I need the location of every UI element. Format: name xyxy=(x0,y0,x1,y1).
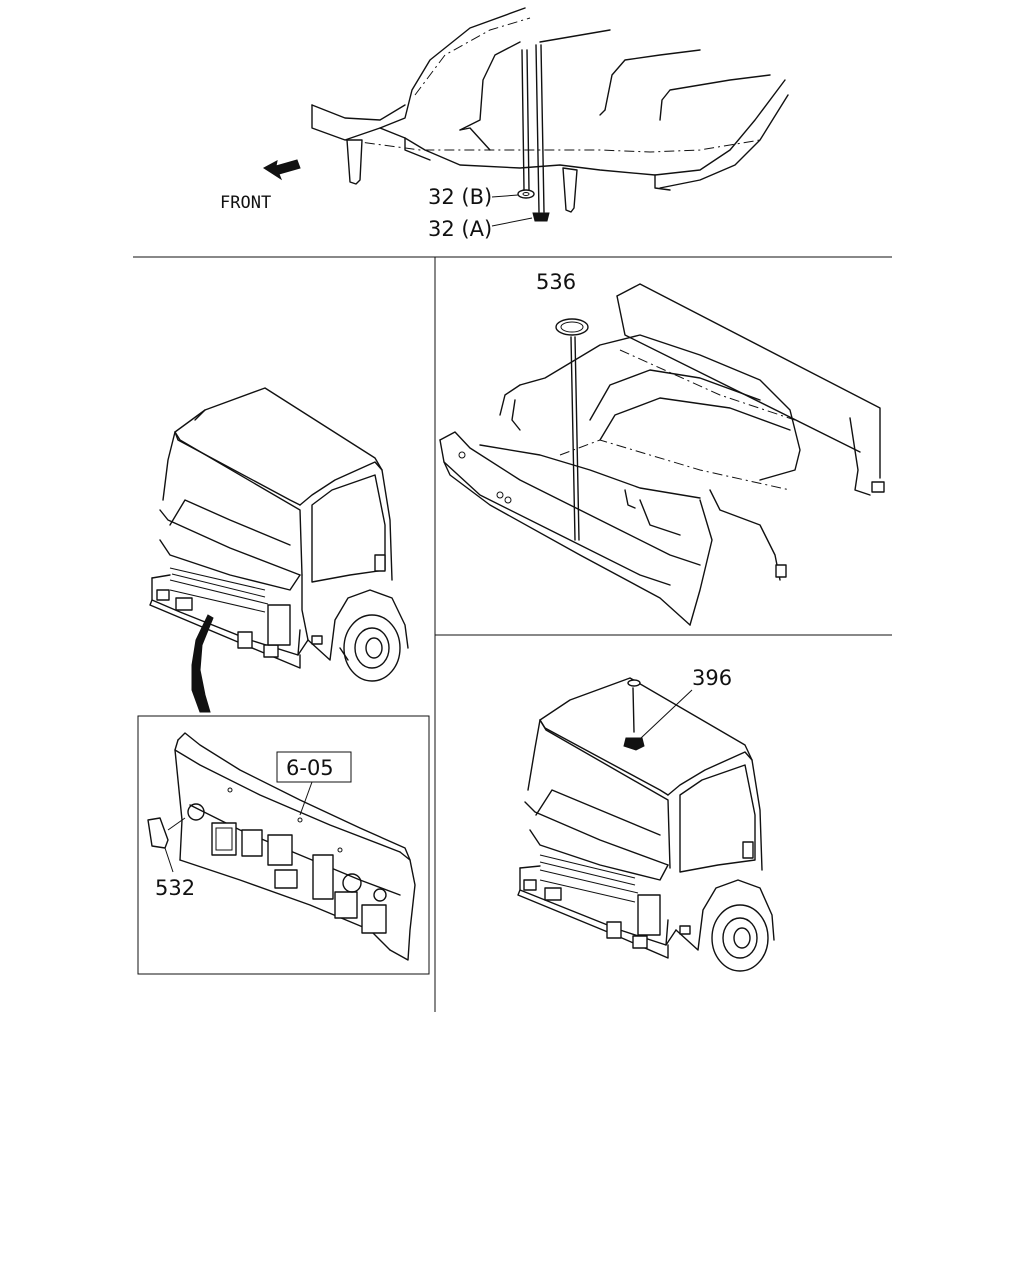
callout-32a: 32 (A) xyxy=(428,217,492,241)
ref-box-605 xyxy=(276,751,352,783)
callout-396: 396 xyxy=(692,666,732,690)
arrow-down-left-icon xyxy=(263,159,301,181)
callout-605: 6-05 xyxy=(286,756,334,780)
detail-pointer xyxy=(191,614,214,713)
callout-536: 536 xyxy=(536,270,576,294)
callout-532: 532 xyxy=(155,876,195,900)
front-panel-drawing xyxy=(147,732,416,961)
cab-roof-drawing xyxy=(517,677,775,972)
detail-box xyxy=(137,715,430,975)
frame-mount-drawing xyxy=(311,7,789,227)
floor-panel-drawing xyxy=(439,283,885,626)
panel-dividers xyxy=(133,256,892,1012)
front-label: FRONT xyxy=(220,193,271,213)
callout-32b: 32 (B) xyxy=(428,185,492,209)
cab-front-drawing xyxy=(149,387,409,682)
